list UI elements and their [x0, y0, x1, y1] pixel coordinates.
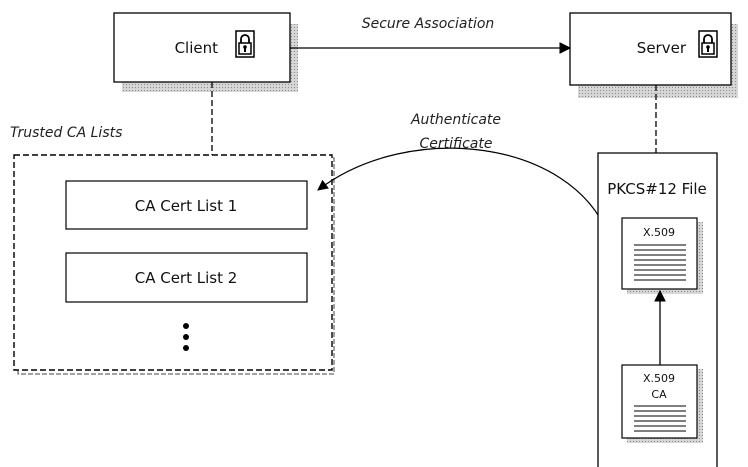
server-label: Server — [637, 39, 687, 57]
vertical-ellipsis-icon — [183, 323, 189, 351]
server-padlock-icon — [698, 30, 718, 58]
x509-ca-text-lines — [634, 405, 686, 432]
authenticate-certificate-arrow — [317, 147, 609, 235]
x509-doc — [621, 217, 698, 290]
ca-list-2-label: CA Cert List 2 — [135, 269, 238, 287]
x509-text-lines — [634, 244, 686, 281]
authenticate-label-line2: Certificate — [420, 136, 493, 152]
client-box — [113, 12, 291, 83]
trusted-ca-lists-container: CA Cert List 1 CA Cert List 2 — [13, 154, 335, 375]
x509-ca-label-line1: X.509 — [643, 372, 675, 385]
pkcs12-title: PKCS#12 File — [607, 180, 707, 198]
authenticate-label-line1: Authenticate — [410, 112, 501, 128]
ca-list-1-box — [65, 180, 308, 230]
client-label: Client — [175, 39, 219, 57]
client-padlock-icon — [235, 30, 255, 58]
x509-certificate-doc: X.509 — [621, 217, 703, 294]
x509-label: X.509 — [643, 226, 675, 239]
server-node: Server — [569, 12, 738, 98]
client-node: Client — [113, 12, 298, 92]
trusted-ca-lists-label: Trusted CA Lists — [10, 125, 122, 141]
x509-ca-label-line2: CA — [651, 388, 667, 401]
x509-ca-certificate-doc: X.509 CA — [621, 364, 703, 443]
ca-list-1-label: CA Cert List 1 — [135, 197, 238, 215]
pkcs12-file: PKCS#12 File X.509 X.509 CA — [597, 152, 718, 467]
secure-association-label: Secure Association — [362, 16, 495, 32]
ca-list-2-box — [65, 252, 308, 303]
